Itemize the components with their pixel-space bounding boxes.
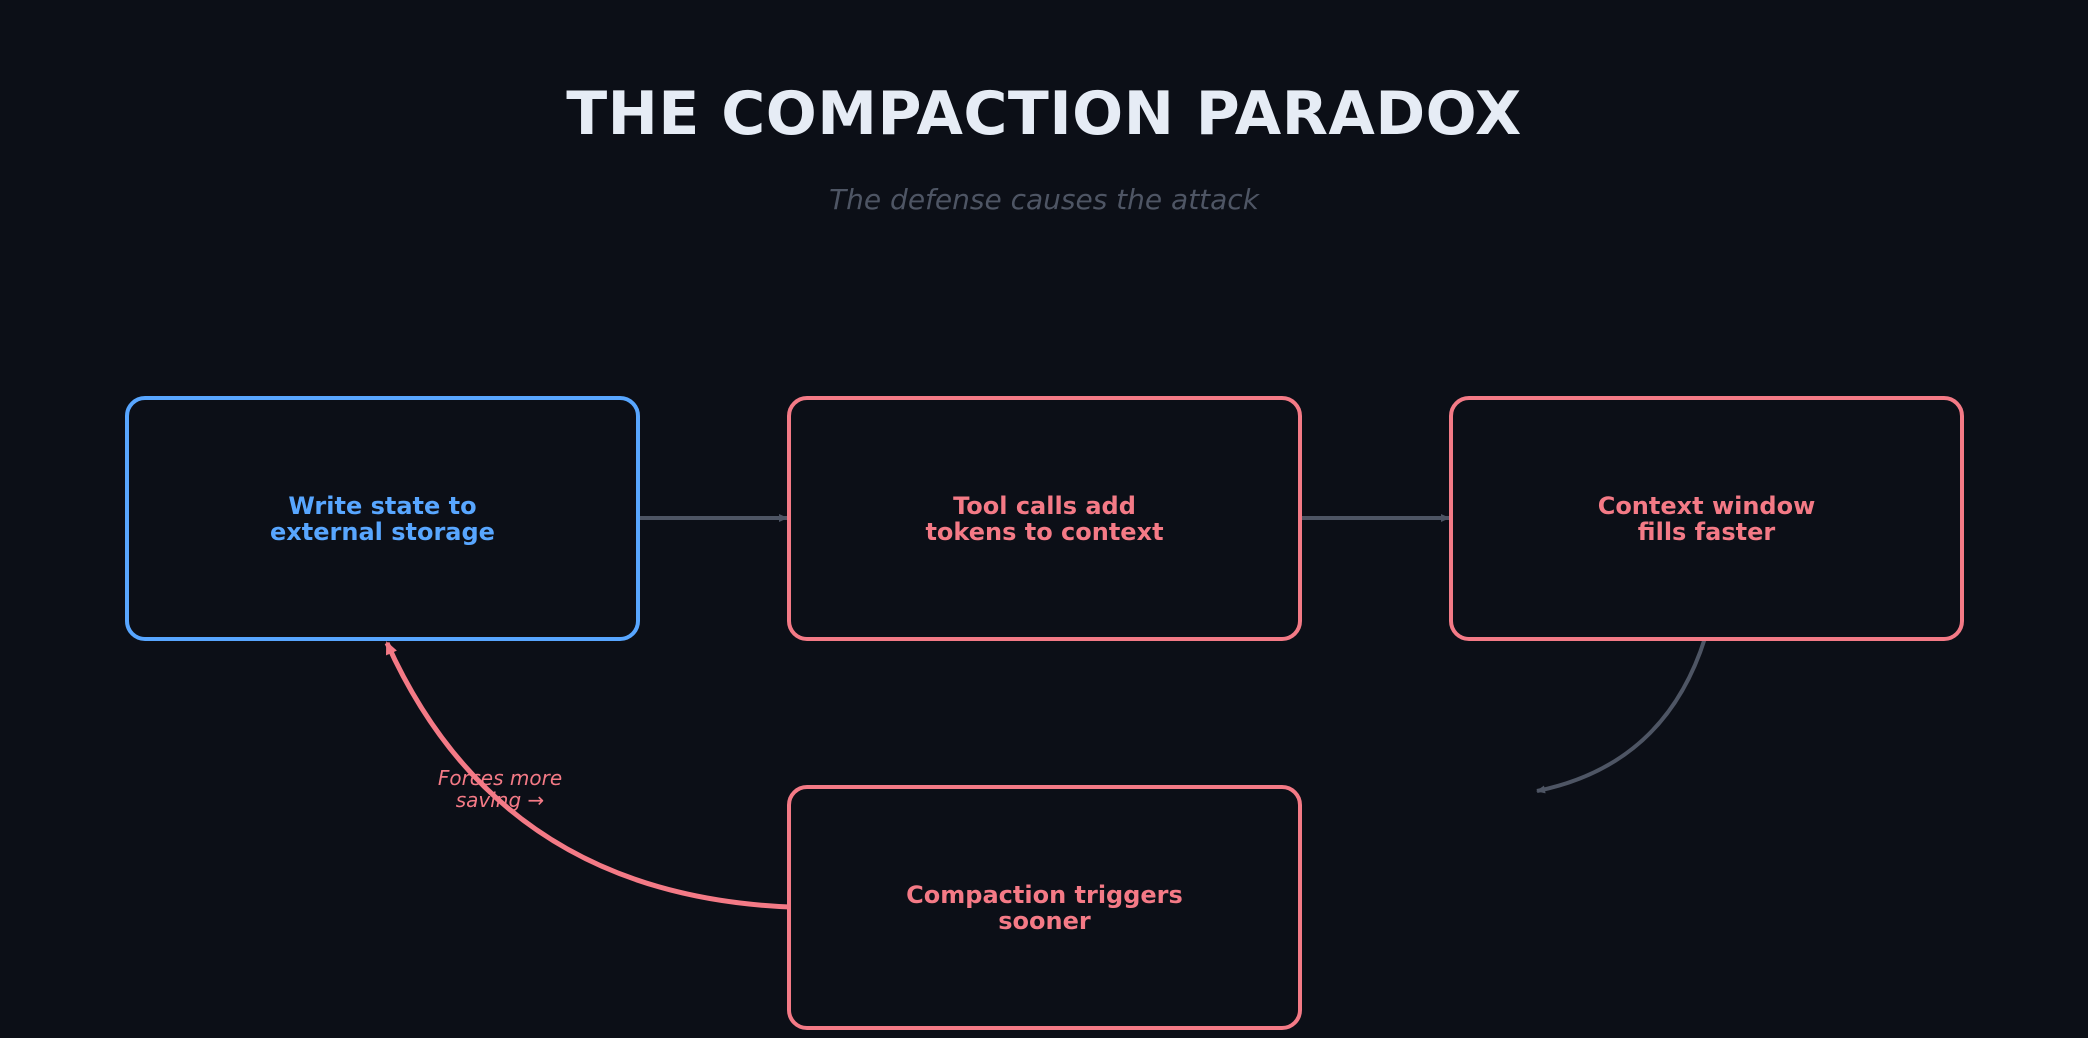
node-context-window-label: Context window fills faster [1597, 491, 1816, 546]
node-tool-calls: Tool calls add tokens to context [787, 396, 1302, 641]
page-subtitle: The defense causes the attack [829, 183, 1259, 216]
page-title: THE COMPACTION PARADOX [566, 79, 1522, 149]
node-write-state: Write state to external storage [125, 396, 640, 641]
node-write-state-label: Write state to external storage [270, 491, 495, 546]
node-tool-calls-label: Tool calls add tokens to context [925, 491, 1164, 546]
edge-compaction-to-write [384, 641, 791, 910]
node-compaction: Compaction triggers sooner [787, 785, 1302, 1030]
node-compaction-label: Compaction triggers sooner [906, 880, 1183, 935]
edge-context-to-compaction [1536, 637, 1707, 794]
node-context-window: Context window fills faster [1449, 396, 1964, 641]
edge-loop-label: Forces more saving → [437, 766, 563, 812]
